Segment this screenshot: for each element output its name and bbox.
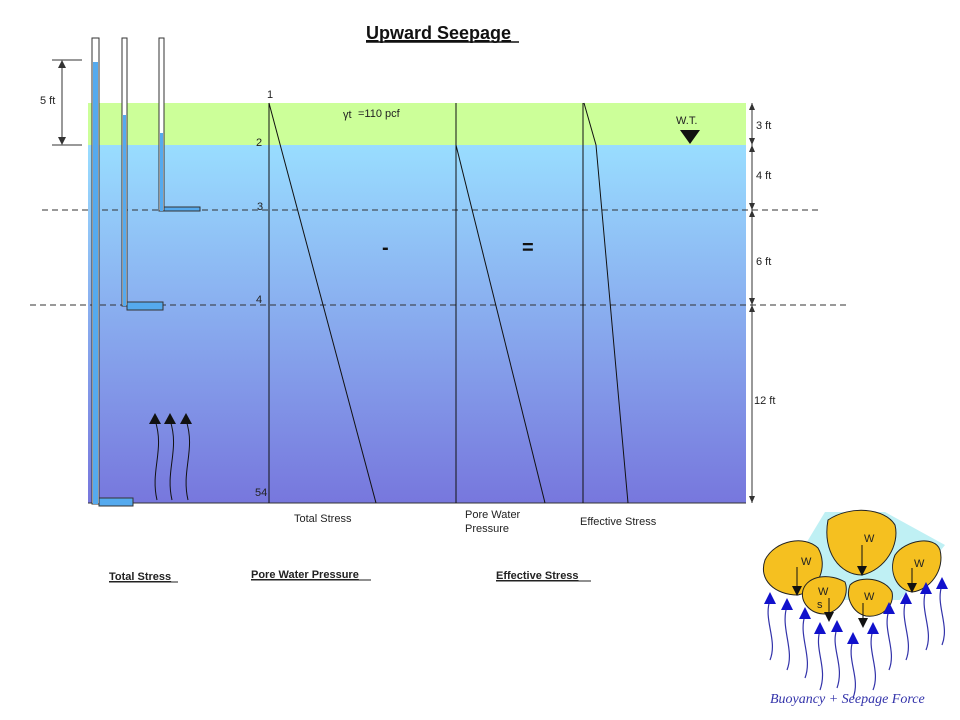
point-label-3: 3	[257, 201, 263, 213]
soil-particle-inset	[763, 509, 945, 628]
head-dimension-label: 5 ft	[40, 95, 55, 107]
particle-label-4: W	[818, 586, 829, 598]
total-stress-label: Total Stress	[294, 513, 352, 525]
buoyancy-arrows	[767, 584, 946, 699]
saturated-soil-layer	[88, 145, 746, 503]
point-label-1: 1	[267, 89, 273, 101]
heading-total-stress: Total Stress	[109, 571, 171, 583]
point-label-2: 2	[256, 137, 262, 149]
head-dimension	[52, 59, 82, 146]
piezometer-mid	[121, 37, 164, 311]
water-table-triangle	[680, 130, 700, 144]
piezometer-shallow	[158, 37, 201, 212]
effective-stress-label: Effective Stress	[580, 516, 657, 528]
buoyancy-arrow-heads	[764, 577, 948, 644]
water-table-label: W.T.	[676, 115, 697, 127]
thickness-label-3ft: 3 ft	[756, 120, 771, 132]
effective-stress-profile	[582, 102, 629, 504]
particle-label-1: W	[864, 533, 875, 545]
layer-thickness-dimension	[749, 103, 755, 503]
particle-label-2: W	[801, 556, 812, 568]
particle-label-5: W	[864, 591, 875, 603]
heading-pore-water-pressure: Pore Water Pressure	[251, 569, 359, 581]
total-stress-profile	[268, 102, 377, 504]
seepage-arrow-heads	[149, 413, 192, 424]
piezometer-deep	[91, 37, 134, 507]
diagram-title: Upward Seepage	[366, 23, 511, 43]
point-label-4: 4	[256, 294, 262, 306]
thickness-label-12ft: 12 ft	[754, 395, 775, 407]
top-soil-layer	[88, 103, 746, 145]
particle-label-3: W	[914, 558, 925, 570]
pore-pressure-label-line1: Pore Water	[465, 509, 521, 521]
pore-pressure-label-line2: Pressure	[465, 523, 509, 535]
unit-weight-symbol: γt	[343, 109, 352, 121]
heading-effective-stress: Effective Stress	[496, 570, 579, 582]
seepage-flow-arrows	[154, 419, 191, 501]
particle-sublabel: s	[817, 599, 823, 611]
buoyancy-caption: Buoyancy + Seepage Force	[770, 692, 925, 707]
minus-operator: -	[382, 237, 389, 259]
point-label-54: 54	[255, 487, 267, 499]
thickness-label-4ft: 4 ft	[756, 170, 771, 182]
pore-pressure-profile	[455, 103, 546, 504]
thickness-label-6ft: 6 ft	[756, 256, 771, 268]
equals-operator: =	[522, 237, 534, 259]
unit-weight-label: =110 pcf	[358, 108, 401, 120]
